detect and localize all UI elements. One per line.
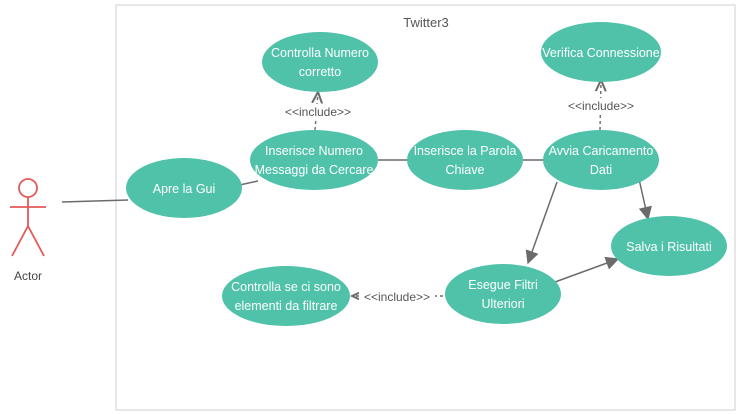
use-case-controlla-numero-line2: corretto <box>299 65 341 79</box>
use-case-controlla-elementi-line2: elementi da filtrare <box>235 299 338 313</box>
actor-label: Actor <box>14 269 42 283</box>
use-case-inserisce-parola-line1: Inserisce la Parola <box>414 144 517 158</box>
actor-head <box>18 178 38 198</box>
use-case-avvia-caricamento-line2: Dati <box>590 163 612 177</box>
use-case-avvia-caricamento[interactable]: Avvia Caricamento Dati <box>543 130 659 190</box>
include-label-bg <box>563 98 639 114</box>
include-label-bg <box>280 104 356 120</box>
use-case-esegue-filtri-line2: Ulteriori <box>481 297 524 311</box>
use-case-inserisce-parola[interactable]: Inserisce la Parola Chiave <box>407 130 523 190</box>
arrow-esegue-salva <box>554 256 620 283</box>
use-case-controlla-elementi-line1: Controlla se ci sono <box>231 280 341 294</box>
use-case-controlla-numero-line1: Controlla Numero <box>271 46 369 60</box>
use-case-salva-risultati[interactable]: Salva i Risultati <box>611 216 727 276</box>
use-case-esegue-filtri-line1: Esegue Filtri <box>468 278 537 292</box>
use-case-inserisce-numero[interactable]: Inserisce Numero Messaggi da Cercare <box>250 130 378 190</box>
use-case-inserisce-numero-line2: Messaggi da Cercare <box>255 163 374 177</box>
include-label-numero: <<include>> <box>285 105 351 119</box>
actor-left-leg <box>11 225 29 257</box>
actor-right-leg <box>27 225 45 257</box>
use-case-avvia-caricamento-line1: Avvia Caricamento <box>549 144 654 158</box>
arrow-avvia-esegue <box>525 181 558 265</box>
use-case-apre-gui[interactable]: Apre la Gui <box>126 158 242 218</box>
include-label-connessione: <<include>> <box>568 99 634 113</box>
actor-figure[interactable] <box>10 178 46 257</box>
include-label-filtri: <<include>> <box>364 290 430 304</box>
use-case-verifica-connessione[interactable]: Verifica Connessione <box>541 22 661 82</box>
use-case-verifica-connessione-label: Verifica Connessione <box>542 46 659 60</box>
use-case-controlla-numero[interactable]: Controlla Numero corretto <box>262 32 378 92</box>
use-case-apre-gui-label: Apre la Gui <box>153 182 216 196</box>
use-case-salva-risultati-label: Salva i Risultati <box>626 240 711 254</box>
use-case-esegue-filtri[interactable]: Esegue Filtri Ulteriori <box>445 264 561 324</box>
include-label-bg <box>359 289 435 305</box>
use-case-inserisce-numero-line1: Inserisce Numero <box>265 144 363 158</box>
association-actor-apre-gui <box>61 199 129 203</box>
use-case-inserisce-parola-line2: Chiave <box>446 163 485 177</box>
use-case-controlla-elementi[interactable]: Controlla se ci sono elementi da filtrar… <box>222 266 350 326</box>
system-title: Twitter3 <box>403 15 449 30</box>
